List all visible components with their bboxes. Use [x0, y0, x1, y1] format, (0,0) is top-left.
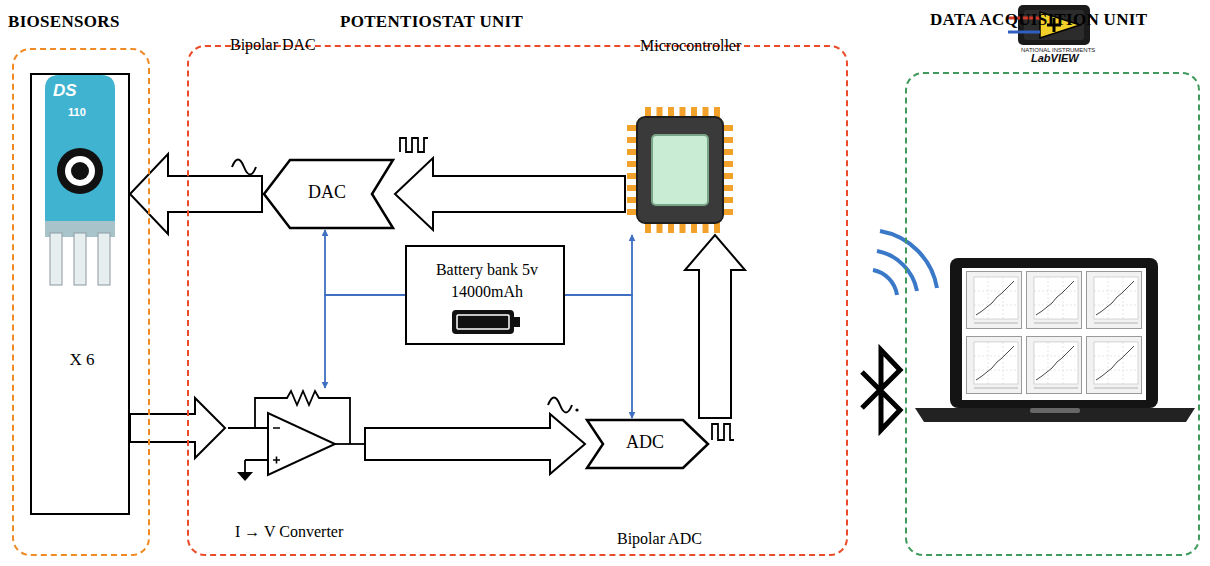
region-panel: POTENTIOSTAT UNITBipolar DACDACMicrocont… — [187, 45, 848, 556]
logo-text: LabVIEW — [1031, 53, 1079, 64]
square-wave — [400, 138, 428, 152]
wireless-arc — [877, 251, 917, 291]
brand-text: DS — [53, 82, 77, 99]
block-arrow — [130, 398, 225, 458]
section-heading: POTENTIOSTAT UNIT — [340, 12, 523, 32]
block-arrow — [395, 158, 625, 230]
plot-panel — [1027, 272, 1082, 329]
sensor-illustration-part — [71, 162, 89, 180]
adc-block: ADC Bipolar ADC — [585, 418, 735, 553]
bluetooth-symbol — [862, 350, 900, 430]
wireless-arc — [880, 231, 937, 288]
chip-drawing — [625, 105, 735, 235]
battery-box: Battery bank 5v 14000mAh — [405, 245, 565, 345]
sensor-illustration-part — [74, 233, 86, 285]
section-heading: DATA ACQUISITION UNIT — [930, 10, 1147, 30]
sensor-illustration-part — [57, 148, 103, 194]
section-heading: BIOSENSORS — [8, 12, 120, 32]
plot-panel — [967, 272, 1022, 329]
chip-drawing-part — [652, 135, 708, 205]
power-line — [565, 295, 632, 418]
wireless-arc — [873, 270, 897, 295]
power-line — [325, 295, 405, 388]
dac-shape-part — [264, 160, 393, 228]
opamp-symbol-part — [245, 460, 268, 472]
node-label: ADC — [600, 432, 690, 453]
square-wave — [712, 424, 734, 440]
battery-icon-part — [453, 311, 513, 333]
block-arrow — [365, 414, 585, 474]
sine-wave — [232, 160, 256, 175]
model-number: 110 — [68, 107, 86, 118]
dac-block: Bipolar DACDAC — [262, 158, 395, 230]
opamp-symbol-part — [268, 413, 335, 475]
laptop-notch — [1030, 408, 1080, 413]
sensor-illustration-part — [65, 156, 95, 186]
power-line — [565, 235, 632, 295]
sensor-illustration-part — [98, 233, 110, 285]
region-panel: BIOSENSORSX 6 — [12, 48, 150, 556]
battery-icon-part — [513, 317, 520, 327]
node-label: X 6 — [32, 350, 132, 370]
sensor-illustration — [30, 73, 130, 293]
node-label: I → V Converter — [235, 523, 343, 541]
opamp-symbol-part — [237, 472, 253, 481]
plot-panel — [1027, 337, 1082, 394]
opamp-symbol-part — [273, 428, 280, 464]
sensor-illustration-part — [50, 233, 62, 285]
battery-icon — [452, 309, 522, 335]
dashed-border — [905, 72, 1200, 556]
power-line — [325, 230, 405, 295]
laptop-base — [915, 408, 1195, 422]
opamp-symbol — [225, 388, 365, 488]
sensor-illustration-part — [45, 75, 115, 223]
node-label: Battery bank 5v 14000mAh — [432, 259, 542, 303]
region-panel: DATA ACQUISITION UNIT — [905, 72, 1200, 556]
sine-wave — [548, 398, 572, 413]
microcontroller-chip: Microcontroller — [625, 105, 735, 235]
plot-panel — [1087, 272, 1142, 329]
laptop-screen — [950, 258, 1158, 408]
node-label: Microcontroller — [640, 37, 741, 55]
dot — [575, 408, 578, 411]
adc-shape-part — [587, 420, 708, 468]
node-label: Bipolar ADC — [617, 530, 702, 548]
node-label: DAC — [282, 182, 372, 203]
sensor-box: X 6 — [30, 73, 130, 515]
battery-icon-part — [457, 315, 509, 329]
plot-panel — [1087, 337, 1142, 394]
plot-panel — [967, 337, 1022, 394]
opamp-symbol-part — [335, 443, 365, 445]
laptop-display — [962, 268, 1146, 400]
chip-drawing-part — [637, 117, 723, 223]
node-label: Bipolar DAC — [230, 36, 316, 54]
block-arrow — [685, 235, 745, 418]
logo-wire — [1008, 31, 1040, 34]
converter-block: I → V Converter — [225, 388, 365, 553]
